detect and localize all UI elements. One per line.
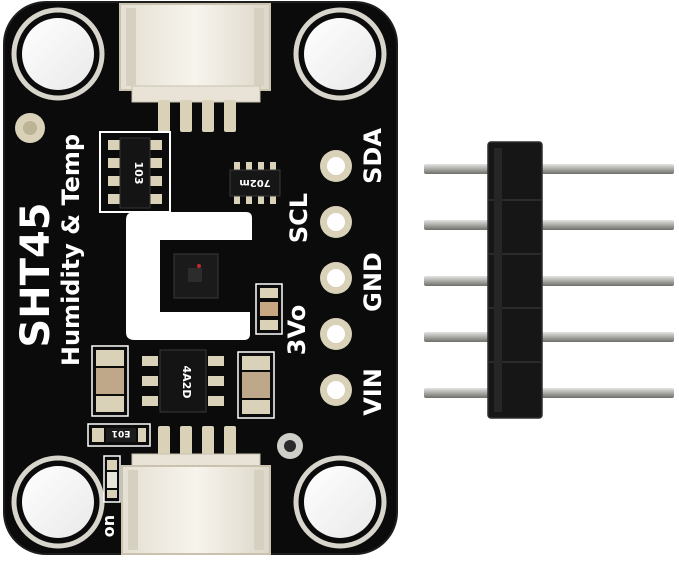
header-pin [424, 164, 674, 174]
header-pin [424, 220, 674, 230]
header-plastic-body [487, 141, 543, 419]
sensor-cutout [126, 212, 252, 340]
product-subtitle: Humidity & Temp [57, 134, 85, 366]
sht45-sensor-chip [173, 253, 219, 299]
pin-label-sda: SDA [359, 128, 387, 184]
fiducial-mark [277, 433, 303, 459]
mounting-hole-bottom-right [293, 455, 387, 549]
resistor-marking: 103 [132, 162, 145, 185]
mounting-hole-top-right [293, 7, 387, 101]
pin-header [424, 141, 674, 419]
pin-pad-gnd [320, 262, 352, 294]
header-pin [424, 332, 674, 342]
pin-pad-sda [320, 150, 352, 182]
capacitor-left [91, 345, 129, 417]
pin-label-vin: VIN [359, 368, 387, 416]
pin-label-scl: SCL [285, 193, 313, 243]
resistor-label: E01 [112, 428, 131, 438]
small-ic [229, 162, 281, 204]
header-pin [424, 276, 674, 286]
capacitor-right [237, 351, 275, 419]
mounting-hole-top-left [11, 7, 105, 101]
led-resistor [87, 423, 151, 447]
power-led [103, 455, 121, 503]
capacitor [255, 283, 283, 335]
regulator-marking: 4A2D [180, 366, 193, 399]
small-ic-marking: 702m [239, 177, 270, 188]
stemma-connector-top [119, 3, 271, 132]
pin-pad-vin [320, 374, 352, 406]
pin-label-3vo: 3Vo [283, 305, 311, 355]
voltage-regulator [142, 349, 224, 413]
pin-label-gnd: GND [359, 252, 387, 312]
pin-pad-scl [320, 206, 352, 238]
header-pin [424, 388, 674, 398]
stemma-connector-bottom [121, 426, 271, 555]
product-name: SHT45 [13, 202, 59, 347]
led-label: on [99, 515, 118, 537]
fiducial-mark [15, 113, 45, 143]
resistor-network [99, 131, 171, 213]
pin-pad-3vo [320, 318, 352, 350]
mounting-hole-bottom-left [11, 455, 105, 549]
